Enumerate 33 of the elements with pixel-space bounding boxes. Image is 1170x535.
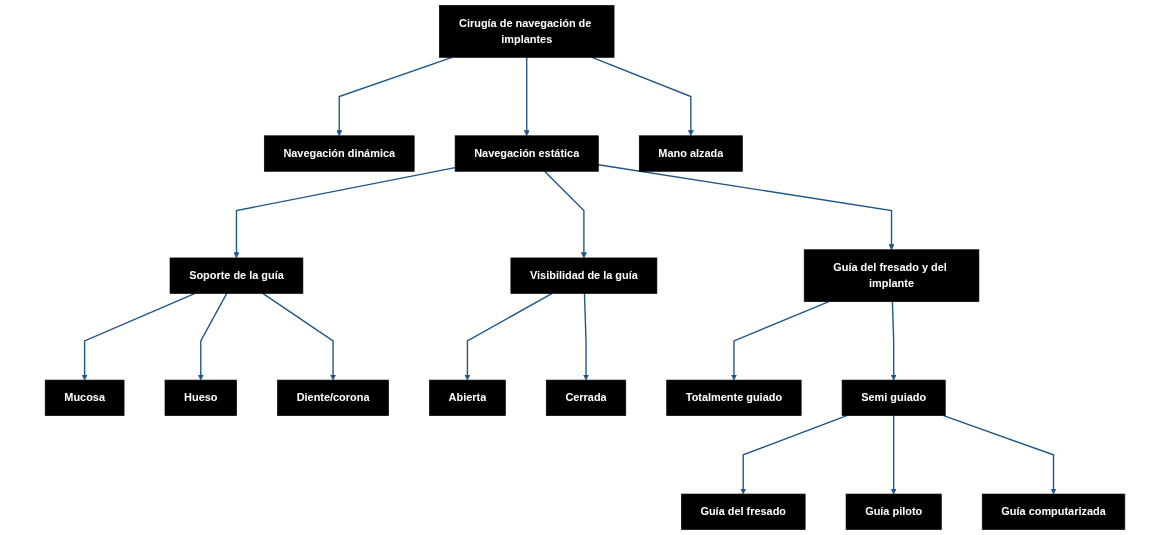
arrow bbox=[597, 164, 895, 251]
arrow bbox=[336, 56, 453, 137]
node-box: Navegación estática bbox=[454, 135, 599, 172]
arrow bbox=[543, 170, 587, 259]
arrow bbox=[942, 414, 1057, 495]
node-box: Guía del fresado bbox=[681, 493, 806, 530]
arrow bbox=[523, 56, 530, 137]
arrow bbox=[583, 292, 589, 381]
node-box: Navegación dinámica bbox=[263, 135, 415, 172]
node-box: Semi guiado bbox=[841, 379, 946, 416]
arrow bbox=[233, 166, 456, 259]
node-box: Mucosa bbox=[44, 379, 125, 416]
node-box: Guía computarizada bbox=[981, 493, 1126, 530]
node-box: Hueso bbox=[164, 379, 237, 416]
node-box: Guía piloto bbox=[845, 493, 942, 530]
arrow bbox=[730, 300, 830, 381]
arrow bbox=[262, 292, 337, 381]
node-box: Mano alzada bbox=[638, 135, 743, 172]
node-box: Abierta bbox=[429, 379, 506, 416]
arrow bbox=[740, 414, 848, 495]
arrow bbox=[197, 292, 228, 381]
arrow bbox=[890, 300, 897, 381]
node-box: Diente/corona bbox=[277, 379, 389, 416]
node-box: Cerrada bbox=[545, 379, 627, 416]
arrow bbox=[81, 292, 196, 381]
arrow bbox=[890, 414, 897, 495]
node-box: Soporte de la guía bbox=[169, 257, 304, 294]
node-box: Visibilidad de la guía bbox=[510, 257, 658, 294]
node-box: Guía del fresado y del implante bbox=[803, 249, 980, 302]
arrow bbox=[464, 292, 553, 381]
node-box: Cirugía de navegación de implantes bbox=[439, 5, 615, 58]
arrow bbox=[591, 56, 694, 137]
node-box: Totalmente guiado bbox=[666, 379, 802, 416]
